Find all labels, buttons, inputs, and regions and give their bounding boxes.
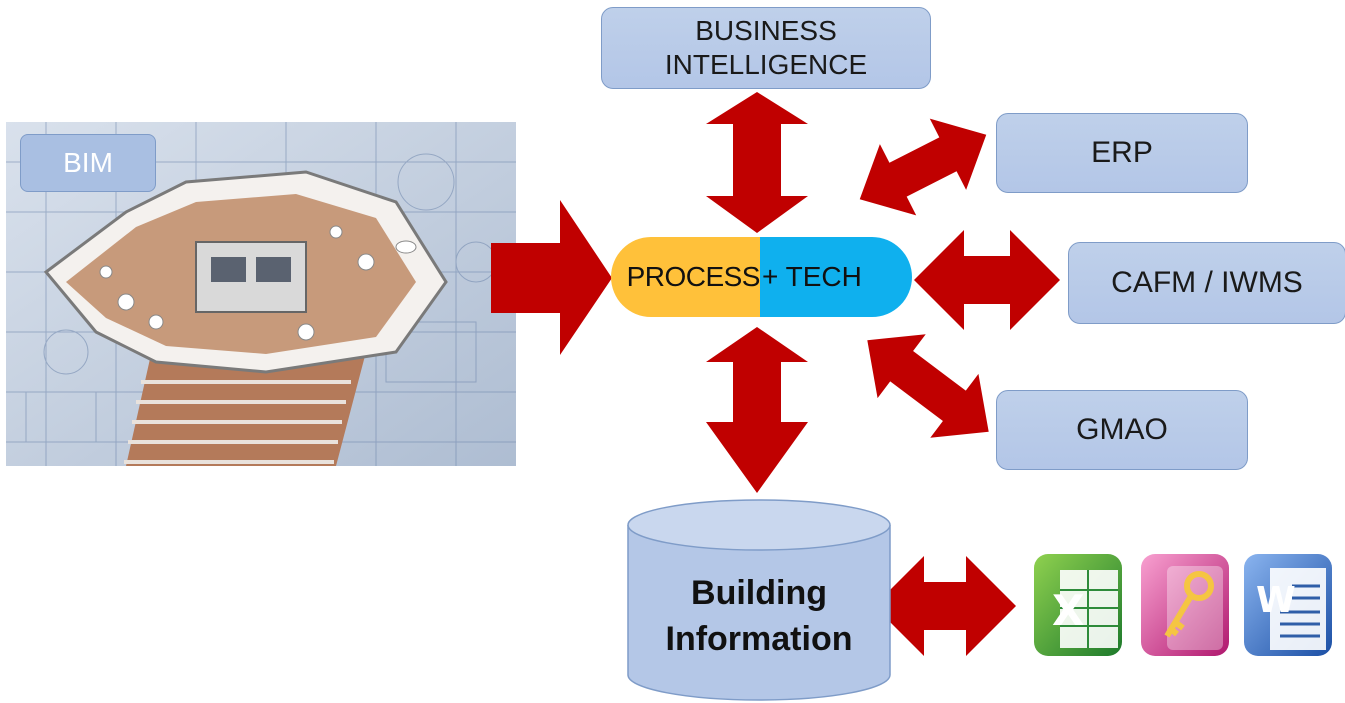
gmao-box: GMAO [996,390,1248,470]
db-line-2: Information [665,620,853,658]
db-apps-arrow [874,556,1016,656]
word-icon: W [1244,554,1332,656]
access-icon [1141,554,1229,656]
process-db-arrow [706,327,808,493]
bi-process-arrow [706,92,808,233]
bi-line-2: INTELLIGENCE [664,49,868,80]
bi-line-1: BUSINESS [695,15,837,46]
process-label: PROCESS [611,237,761,317]
svg-text:W: W [1256,580,1296,621]
svg-text:X: X [1052,586,1084,635]
business-intelligence-box: BUSINESS INTELLIGENCE [601,7,931,89]
process-tech-pill: PROCESS + TECH [611,237,912,317]
cafm-iwms-box: CAFM / IWMS [1068,242,1345,324]
bim-label: BIM [20,134,156,192]
building-information-label: Building Information [628,570,890,662]
database-cylinder [627,499,891,701]
db-line-1: Building [691,574,827,612]
excel-icon: X [1034,554,1122,656]
process-erp-arrow [859,118,987,216]
erp-box: ERP [996,113,1248,193]
bim-to-process-arrow [491,200,612,355]
building-bim-image [6,122,516,466]
process-cafm-arrow [914,230,1060,330]
tech-label: + TECH [760,237,912,317]
process-gmao-arrow [867,334,989,438]
